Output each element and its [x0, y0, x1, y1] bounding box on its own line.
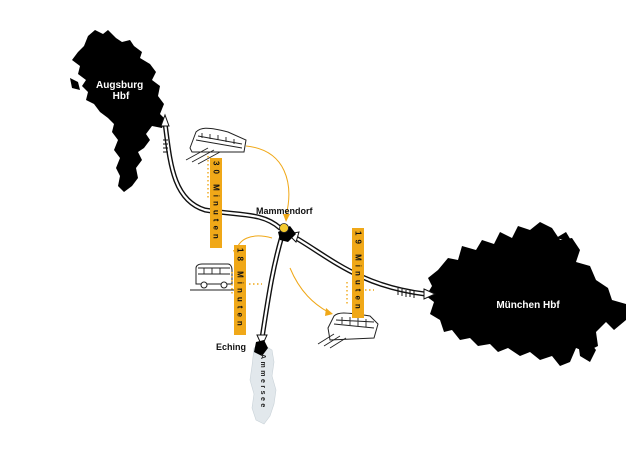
time-bar-eching [234, 245, 246, 335]
mammendorf-label: Mammendorf [256, 206, 314, 216]
augsburg-label: Augsburg Hbf [96, 80, 146, 102]
bus-icon [190, 263, 242, 291]
muenchen-city-shape [426, 222, 626, 366]
ammersee-lake-shape [249, 343, 277, 425]
route-augsburg-mammendorf [160, 113, 283, 231]
muenchen-label: München Hbf [496, 300, 560, 311]
ammersee-label: Ammersee [259, 354, 266, 410]
train-icon [317, 312, 379, 349]
eching-marker [254, 340, 268, 356]
augsburg-city-shape [72, 30, 166, 192]
eching-label: Eching [216, 342, 246, 352]
time-bar-muenchen [352, 228, 364, 318]
travel-time-augsburg: 30 Minuten [212, 161, 221, 243]
train-icon [185, 127, 247, 165]
time-bar-augsburg [210, 158, 222, 248]
travel-time-muenchen: 19 Minuten [354, 231, 363, 313]
route-mammendorf-muenchen [286, 231, 437, 300]
travel-time-eching: 18 Minuten [236, 248, 245, 330]
mammendorf-marker [278, 223, 296, 242]
route-mammendorf-eching [256, 233, 285, 348]
